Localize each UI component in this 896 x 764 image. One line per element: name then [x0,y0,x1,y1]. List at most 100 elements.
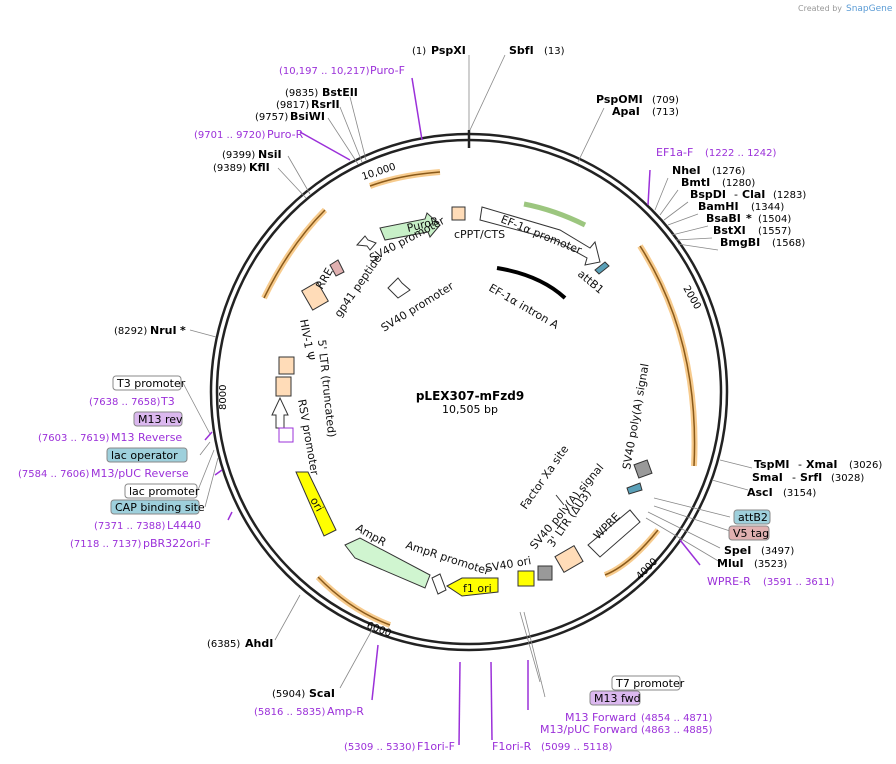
site-tspmi-name: TspMI [754,458,790,471]
rsv-promoter-label: RSV promoter [295,398,321,476]
cppt-feature [451,206,466,221]
box-m13-rev-text: M13 rev [138,413,183,426]
site-bsiwi-pos: (9757) [255,112,288,123]
primer-wpre-r-name: WPRE-R [707,575,751,588]
wpre-feature [587,509,641,558]
box-v5-tag-text: V5 tag [733,527,769,540]
primer-puro-f-name: Puro-F [370,64,405,77]
site-rsrii-name: RsrII [311,98,340,111]
site-apai-name: ApaI [612,105,640,118]
site-bsabi-star: * [746,212,752,225]
box-v5-tag: V5 tag [728,525,770,541]
primer-m13fwd-pos: (4854 .. 4871) [641,713,713,724]
ltr-du3-feature [554,545,584,573]
site-bsteii-name: BstEII [322,86,358,99]
hiv-psi-feature [278,356,295,375]
ampr-promoter-feature [431,573,447,595]
primer-f1ori-r-name: F1ori-R [492,740,532,753]
site-bstxi-name: BstXI [713,224,746,237]
site-nsii-pos: (9399) [222,150,255,161]
box-cap-site-text: CAP binding site [115,501,205,514]
site-kfli-name: KflI [249,161,270,174]
box-t7-promoter-text: T7 promoter [615,677,685,690]
orf-arc-cores [263,171,696,626]
site-kfli-pos: (9389) [213,163,246,174]
primer-m13pucrev-name: M13/pUC Reverse [91,467,189,480]
sv40-ori-feature [517,570,535,587]
primer-m13pucfwd-name: M13/pUC Forward [540,723,638,736]
snapgene-logo: SnapGene [846,4,893,14]
box-t7-promoter: T7 promoter [611,675,685,691]
created-by-text: Created by [798,4,842,13]
ef1a-promoter-feature [479,206,601,266]
site-tspmi-pos: (3026) [849,460,882,471]
site-bsabi-pos: (1504) [758,214,791,225]
primer-m13rev-name: M13 Reverse [111,431,182,444]
primer-m13pucfwd-pos: (4863 .. 4885) [641,725,713,736]
rsv-promoter-feature [271,396,289,429]
primer-wpre-r-pos: (3591 .. 3611) [763,577,835,588]
ampr-feature [344,537,431,589]
box-m13-fwd-text: M13 fwd [594,692,641,705]
box-t3-promoter: T3 promoter [112,375,186,391]
f1-ori-label: f1 ori [463,582,492,595]
sv40-polya-small-feature [537,565,553,581]
primer-puro-r-pos: (9701 .. 9720) [194,130,266,141]
cppt-label: cPPT/CTS [454,228,505,241]
site-ahdi-name: AhdI [245,637,273,650]
box-lac-operator: lac operator [106,447,188,463]
primer-l4440-name: L4440 [167,519,201,532]
ori-label: ori [307,495,325,514]
ltr-trunc-label: 5' LTR (truncated) [315,339,338,438]
site-bsiwi-name: BsiWI [290,110,325,123]
site-clai-name: ClaI [742,188,765,201]
site-dash-3: - [792,471,796,484]
plasmid-length: 10,505 bp [442,403,498,416]
site-bamhi-pos: (1344) [751,202,784,213]
primer-markers [204,77,701,746]
ef1a-intron-feature [496,266,567,300]
gp41-label: gp41 peptide [332,252,385,320]
primer-t3-name: T3 [160,395,175,408]
site-srfi-name: SrfI [800,471,822,484]
primer-pbr322-pos: (7118 .. 7137) [70,539,142,550]
site-sbfi-name: SbfI [509,44,534,57]
ef1a-primer-arc [523,201,587,228]
site-bmgbi-pos: (1568) [772,238,805,249]
site-pspxi-pos: (1) [412,46,426,57]
site-pspomi-name: PspOMI [596,93,643,106]
site-rsrii-pos: (9817) [276,100,309,111]
box-attb2: attB2 [733,509,771,525]
site-apai-pos: (713) [652,107,679,118]
site-bsabi-name: BsaBI [706,212,741,225]
site-pspomi-pos: (709) [652,95,679,106]
box-m13-fwd: M13 fwd [589,690,641,706]
sv40-polya-feature [633,459,653,479]
site-bstxi-pos: (1557) [758,226,791,237]
gp41-feature [329,259,345,277]
site-bamhi-name: BamHI [698,200,739,213]
site-ahdi-pos: (6385) [207,639,240,650]
primer-f1ori-f-name: F1ori-F [417,740,455,753]
sv40-polya-signal-label: SV40 poly(A) signal [620,362,651,470]
site-bmti-pos: (1280) [722,178,755,189]
site-dash-1: - [734,188,738,201]
connector-lines [182,54,753,698]
primer-l4440-pos: (7371 .. 7388) [94,521,166,532]
site-xmai-name: XmaI [806,458,837,471]
box-t3-promoter-text: T3 promoter [116,377,186,390]
site-nhei-name: NheI [672,164,701,177]
site-mlui-pos: (3523) [754,559,787,570]
primer-amp-r-pos: (5816 .. 5835) [254,707,326,718]
site-bsteii-pos: (9835) [285,88,318,99]
primer-ef1a-f-name: EF1a-F [656,146,693,159]
site-pspxi-name: PspXI [431,44,466,57]
f1-ori-feature [446,577,499,597]
primer-pbr322-name: pBR322ori-F [143,537,211,550]
ori-feature [295,471,337,537]
orf-arc-3 [637,244,698,467]
rre-feature [301,281,329,311]
sv40-promoter-inner-feature [387,277,411,299]
site-bspdi-name: BspDI [690,188,726,201]
primer-m13fwd-name: M13 Forward [565,711,636,724]
